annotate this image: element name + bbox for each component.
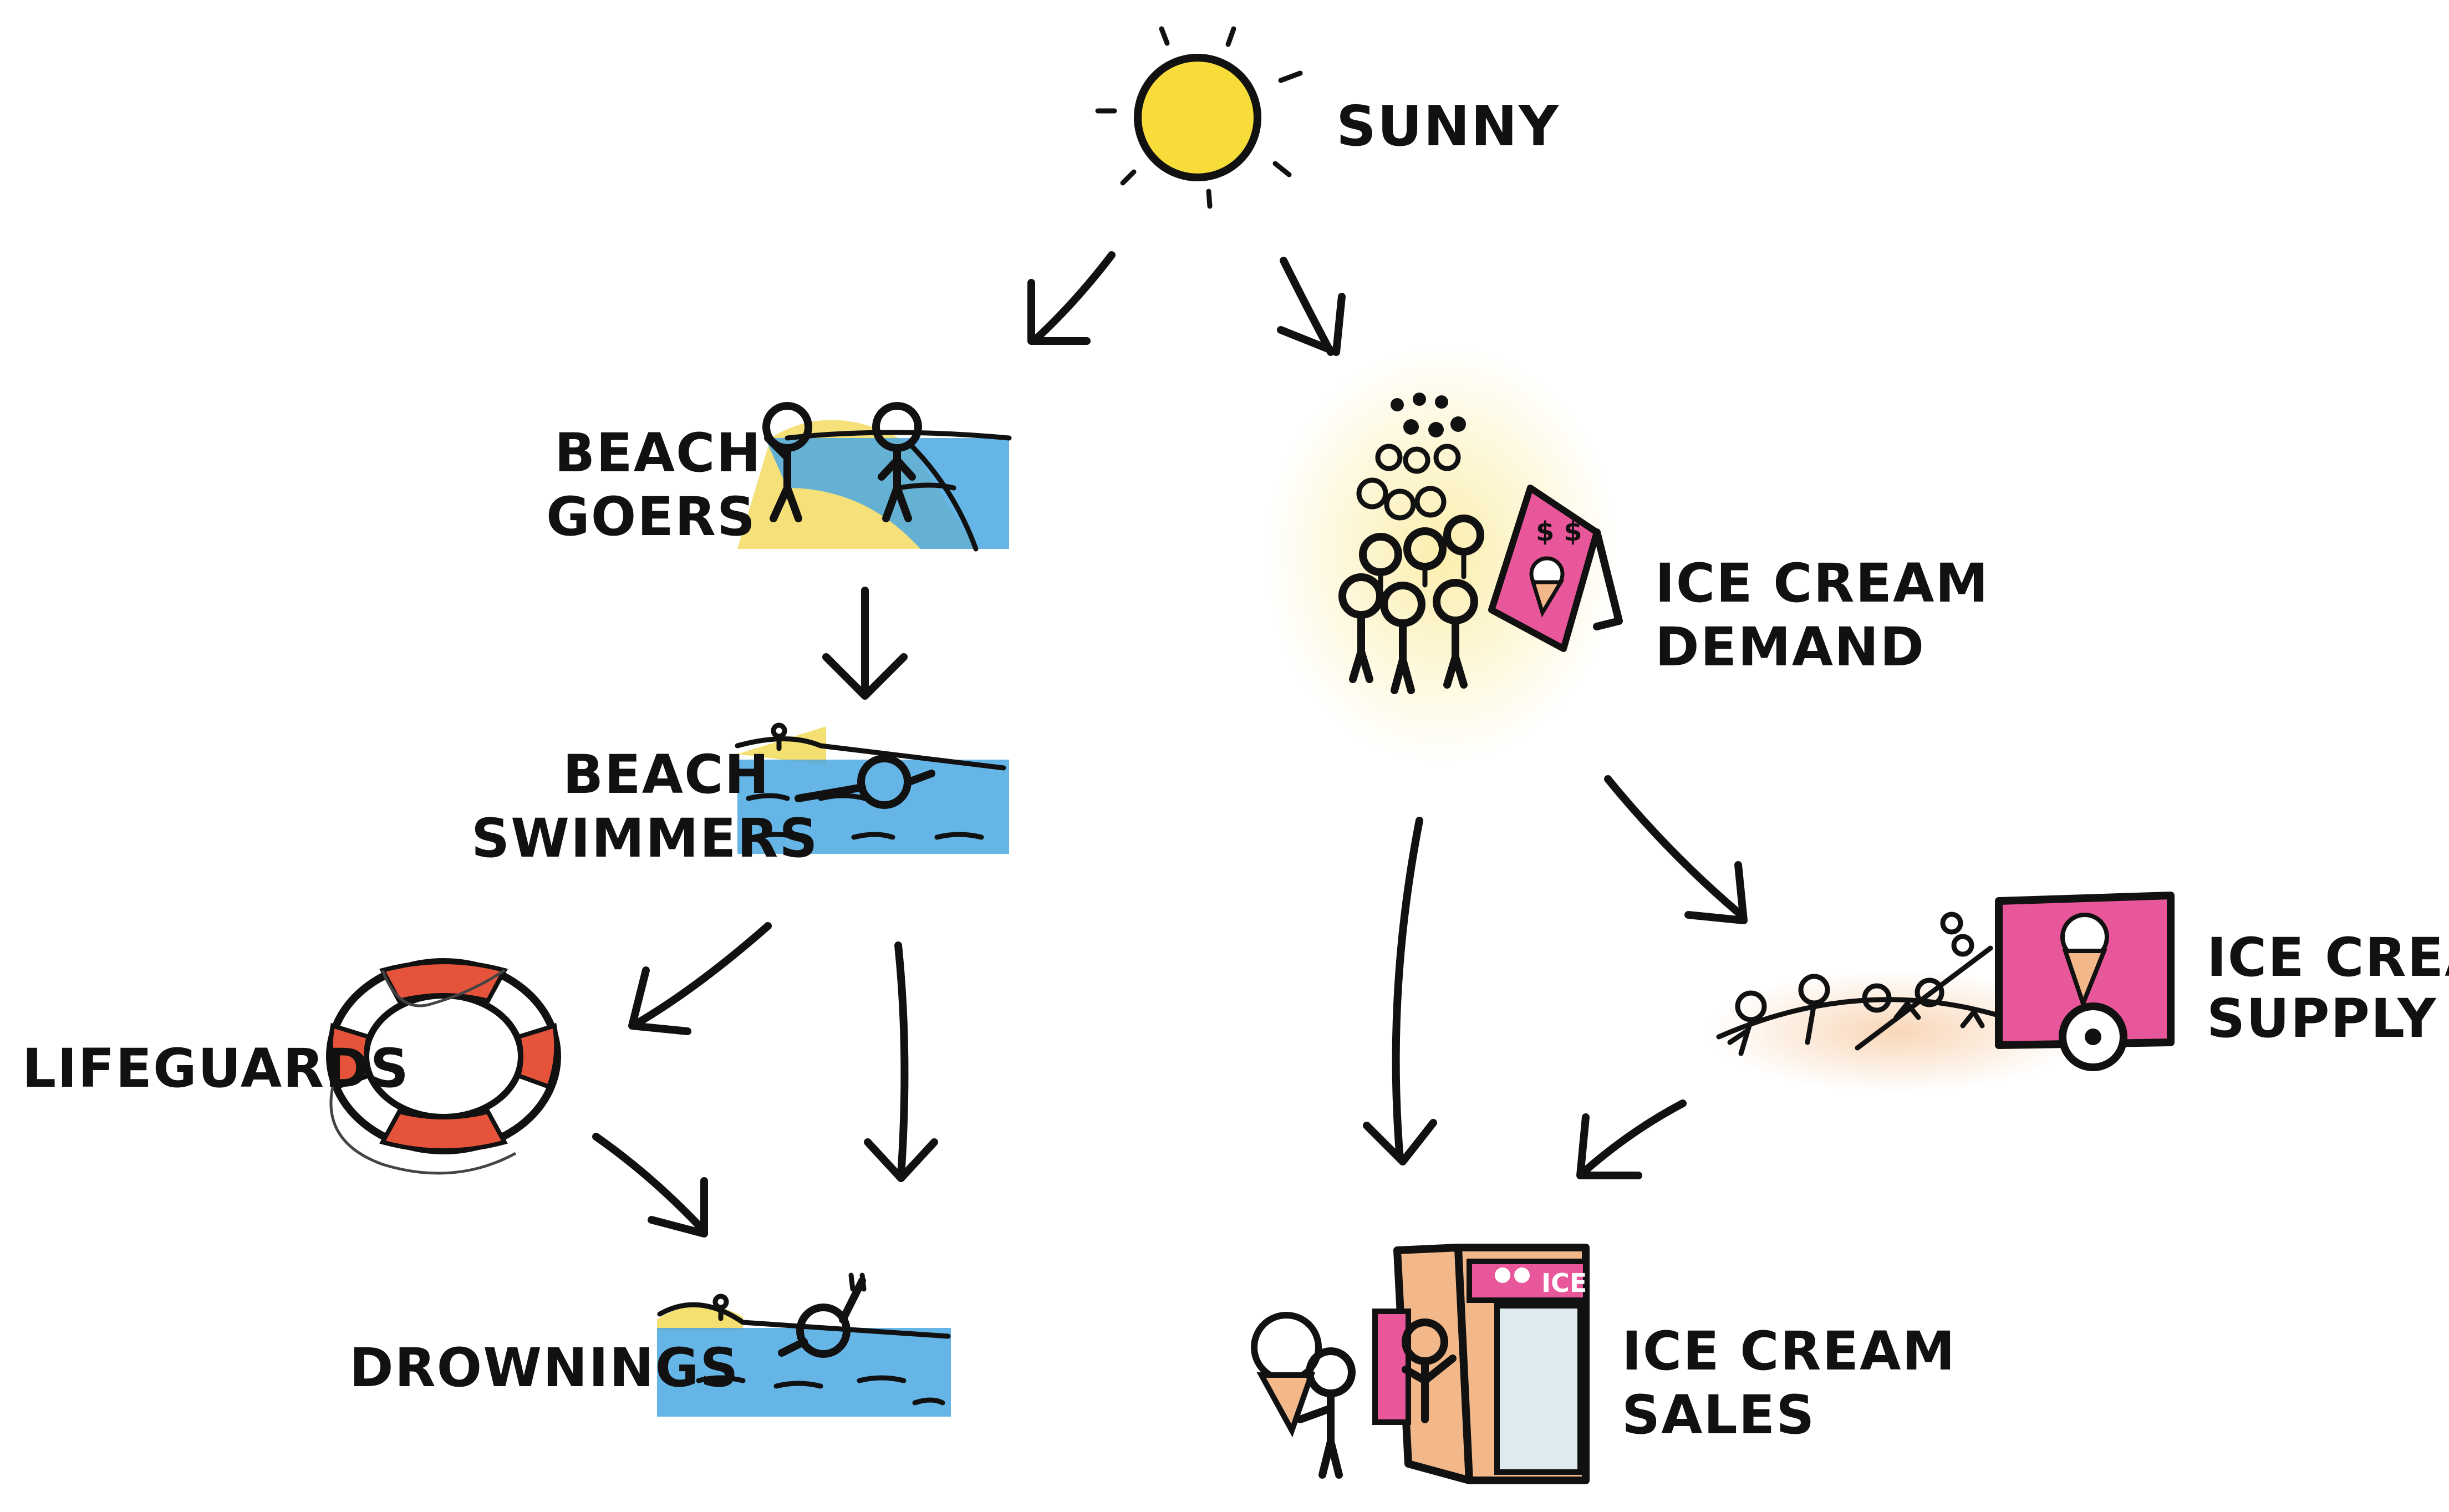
beach-swimmers-illustration	[735, 722, 1009, 854]
crowd-icon	[1338, 393, 1484, 694]
truck-icon	[1995, 892, 2175, 1071]
arrow-sunny-to-ice-cream-demand	[1277, 257, 1346, 356]
person-icon	[762, 402, 812, 522]
person-icon	[872, 402, 922, 522]
sunny-label: SUNNY	[1336, 94, 1560, 159]
ice-cream-demand-label-line1: ICE CREAM	[1655, 552, 1989, 614]
customer-with-cone-icon	[1251, 1312, 1356, 1479]
swimmer-icon	[795, 755, 935, 809]
arrow-beach-swimmers-to-lifeguards	[628, 922, 772, 1035]
lifeguards-label: LIFEGUARDS	[22, 1037, 410, 1099]
arrow-beach-goers-to-beach-swimmers	[822, 587, 908, 700]
ice-cream-demand-illustration: $ $	[1264, 344, 1623, 765]
ice-cream-sales-label-line1: ICE CREAM	[1622, 1320, 1956, 1382]
beach-swimmers-label-line2: SWIMMERS	[471, 807, 818, 869]
drownings-label: DROWNINGS	[349, 1337, 739, 1399]
ice-cream-supply-illustration	[1708, 892, 2175, 1092]
ice-cream-shop-icon: ICE	[1372, 1244, 1590, 1484]
drowning-illustration	[657, 1272, 951, 1417]
beach-goers-label-line1: BEACH	[554, 422, 762, 484]
shop-sign-text: ICE	[1541, 1268, 1587, 1298]
arrow-demand-to-supply	[1604, 775, 1748, 924]
beach-goers-illustration	[737, 402, 1012, 552]
drowning-person-icon	[778, 1272, 867, 1358]
arrow-lifeguards-to-drownings	[592, 1133, 708, 1238]
sign-dollar-text: $ $	[1536, 516, 1582, 547]
arrow-sunny-to-beach-goers	[1027, 251, 1116, 345]
ice-cream-supply-label-line2: SUPPLY	[2207, 987, 2437, 1050]
arrow-supply-to-sales	[1576, 1099, 1687, 1179]
ice-cream-demand-label-line2: DEMAND	[1655, 616, 1925, 678]
ice-cream-supply-label-line1: ICE CREAM	[2207, 926, 2449, 989]
sun-icon	[1095, 26, 1303, 209]
beach-swimmers-label-line1: BEACH	[563, 744, 770, 806]
ice-cream-sales-illustration: ICE	[1251, 1244, 1590, 1484]
ice-cream-pile-icon	[1716, 912, 1999, 1056]
arrow-demand-to-sales	[1363, 817, 1437, 1165]
beach-goers-label-line2: GOERS	[546, 486, 756, 548]
ice-cream-sales-label-line2: SALES	[1622, 1384, 1815, 1446]
price-sign-icon: $ $	[1488, 485, 1623, 652]
lifebuoy-icon	[326, 958, 561, 1175]
arrow-beach-swimmers-to-drownings	[864, 941, 938, 1182]
